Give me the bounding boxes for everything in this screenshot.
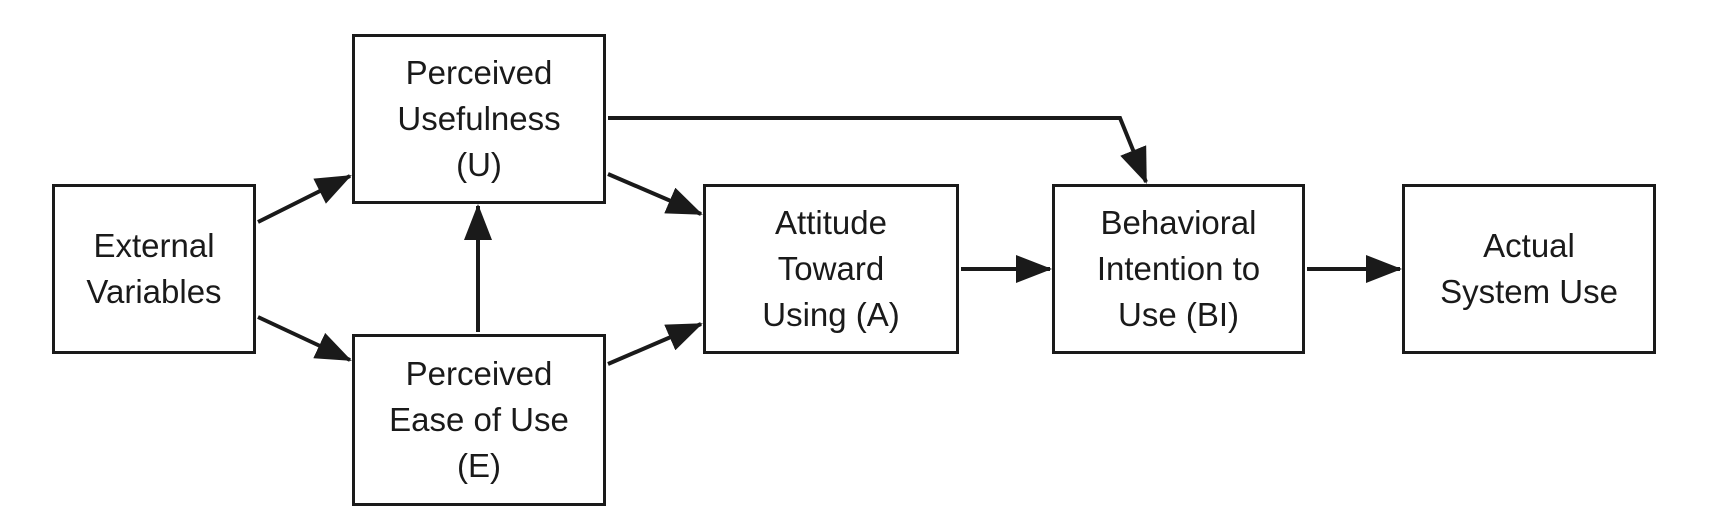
- node-label-line: Ease of Use: [389, 401, 569, 438]
- node-label-line: System Use: [1440, 273, 1618, 310]
- arrow-external-to-ease-of-use: [257, 315, 352, 362]
- node-label-line: Behavioral: [1100, 204, 1257, 241]
- behavioral-intention-box: Behavioral Intention to Use (BI): [1052, 184, 1305, 354]
- arrow-usefulness-to-attitude: [607, 172, 703, 216]
- node-label-line: (U): [456, 146, 502, 183]
- arrow-ease-of-use-to-attitude: [607, 322, 703, 366]
- external-variables-box: External Variables: [52, 184, 256, 354]
- actual-system-use-box: Actual System Use: [1402, 184, 1656, 354]
- attitude-toward-using-box: Attitude Toward Using (A): [703, 184, 959, 354]
- node-label-line: Variables: [86, 273, 222, 310]
- node-label-line: Perceived: [405, 54, 553, 91]
- arrow-usefulness-to-intention: [608, 116, 1148, 184]
- node-label-line: Intention to: [1096, 250, 1261, 287]
- perceived-ease-of-use-box: Perceived Ease of Use (E): [352, 334, 606, 506]
- node-label-line: Usefulness: [397, 100, 561, 137]
- node-label-line: Actual: [1483, 227, 1575, 264]
- node-label-line: (E): [457, 447, 501, 484]
- arrow-external-to-usefulness: [257, 174, 352, 224]
- node-label-line: Attitude: [775, 204, 887, 241]
- perceived-usefulness-box: Perceived Usefulness (U): [352, 34, 606, 204]
- node-label-line: Use (BI): [1117, 296, 1239, 333]
- node-label-line: Perceived: [405, 355, 553, 392]
- node-label-line: Using (A): [762, 296, 900, 333]
- node-label-line: External: [93, 227, 215, 264]
- node-label-line: Toward: [777, 250, 885, 287]
